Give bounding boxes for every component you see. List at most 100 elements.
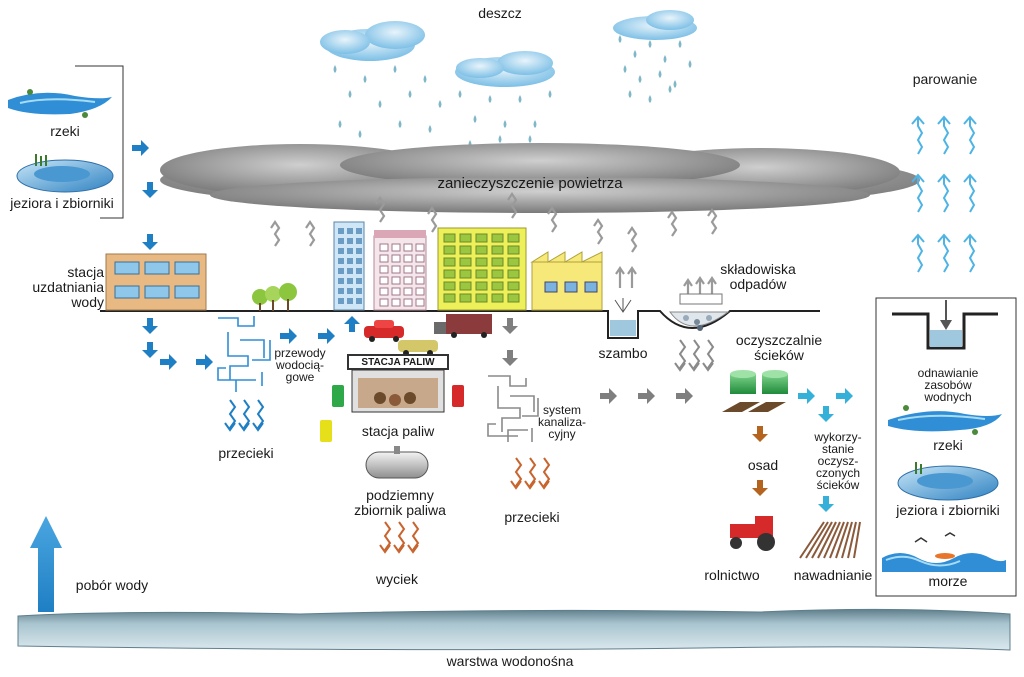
raindrop (438, 100, 442, 108)
leak-arrow (510, 457, 523, 490)
raindrop (423, 75, 427, 83)
raindrop (408, 90, 412, 98)
sewer-network (487, 375, 539, 442)
window (391, 298, 401, 307)
leaks-mid-label: przecieki (504, 509, 560, 525)
window (338, 238, 344, 244)
lake-icon-right (897, 462, 999, 501)
smoke-arrow (305, 220, 316, 247)
leak-squiggles (224, 339, 715, 554)
evaporation-arrow (963, 173, 977, 213)
raindrop (428, 125, 432, 133)
window (338, 278, 344, 284)
raindrop (528, 135, 532, 143)
raindrop (638, 75, 642, 83)
window (338, 268, 344, 274)
flow-arrow (318, 328, 335, 344)
window (491, 293, 504, 303)
lakes-left-label: jeziora i zbiorniki (10, 195, 114, 211)
evaporation-arrow (937, 233, 951, 273)
tractor (730, 516, 775, 551)
window (356, 298, 362, 304)
window (584, 281, 598, 293)
trees (252, 283, 297, 311)
evaporation-arrow (911, 173, 925, 213)
leak-arrow (224, 399, 237, 432)
window (356, 258, 362, 264)
flow-arrow (344, 316, 360, 332)
treatment-station-building (105, 253, 207, 311)
raindrop (628, 90, 632, 98)
window (347, 258, 353, 264)
treatment-station-label: stacja uzdatniania wody (32, 264, 104, 310)
window (507, 233, 520, 243)
window (475, 269, 488, 279)
window (443, 257, 456, 267)
landfills-label: składowiska odpadów (720, 261, 796, 292)
window (403, 243, 413, 252)
window (459, 233, 472, 243)
spill-arrow (393, 521, 406, 554)
water-intake-label: pobór wody (75, 577, 149, 593)
window (347, 298, 353, 304)
raindrop (378, 100, 382, 108)
field-furrow (835, 521, 849, 559)
window (338, 258, 344, 264)
window (491, 233, 504, 243)
gas-arrow (615, 266, 625, 288)
septic-tank-label: szambo (598, 345, 648, 361)
raindrop (678, 40, 682, 48)
window (391, 265, 401, 274)
window (507, 257, 520, 267)
smoke-arrow (427, 206, 438, 233)
raindrop (533, 120, 537, 128)
smoke-arrows (270, 192, 718, 300)
window (338, 228, 344, 234)
window (379, 243, 389, 252)
renewal-box (875, 297, 1017, 597)
smoke-arrow (270, 220, 281, 247)
window (347, 288, 353, 294)
raindrop (363, 75, 367, 83)
ground-line (100, 310, 820, 339)
water-pipes-network (217, 316, 271, 392)
raindrop (458, 90, 462, 98)
window (403, 276, 413, 285)
smoke-arrow (593, 218, 604, 245)
rivers-left-label: rzeki (50, 123, 80, 139)
left-bracket (75, 65, 124, 219)
landfill (669, 293, 730, 331)
rain-label: deszcz (478, 5, 522, 21)
aquifer-layer (17, 608, 1011, 651)
sea-icon (882, 532, 1006, 572)
sewage-flow-arrows (502, 318, 693, 404)
window (564, 281, 578, 293)
building-windows (338, 228, 598, 307)
smog-cloud (160, 143, 920, 213)
window (443, 281, 456, 291)
window (443, 245, 456, 255)
window (415, 298, 425, 307)
lake-icon-left (16, 154, 114, 193)
smoke-arrow (507, 192, 518, 219)
flow-arrow (142, 318, 158, 334)
window (347, 248, 353, 254)
window (356, 288, 362, 294)
flow-arrow (676, 388, 693, 404)
window (347, 268, 353, 274)
rain-cloud-3 (613, 10, 697, 40)
raindrop (503, 120, 507, 128)
flow-arrow (502, 318, 518, 334)
flow-arrow (798, 388, 815, 404)
window (403, 287, 413, 296)
field-furrow (805, 521, 829, 559)
window (347, 238, 353, 244)
window (459, 281, 472, 291)
evaporation-arrow (963, 233, 977, 273)
window (403, 254, 413, 263)
field-furrow (811, 521, 833, 559)
sewer-system-label: system kanaliza- cyjny (537, 403, 587, 441)
sea-label: morze (928, 573, 968, 589)
flow-arrow (142, 182, 158, 198)
